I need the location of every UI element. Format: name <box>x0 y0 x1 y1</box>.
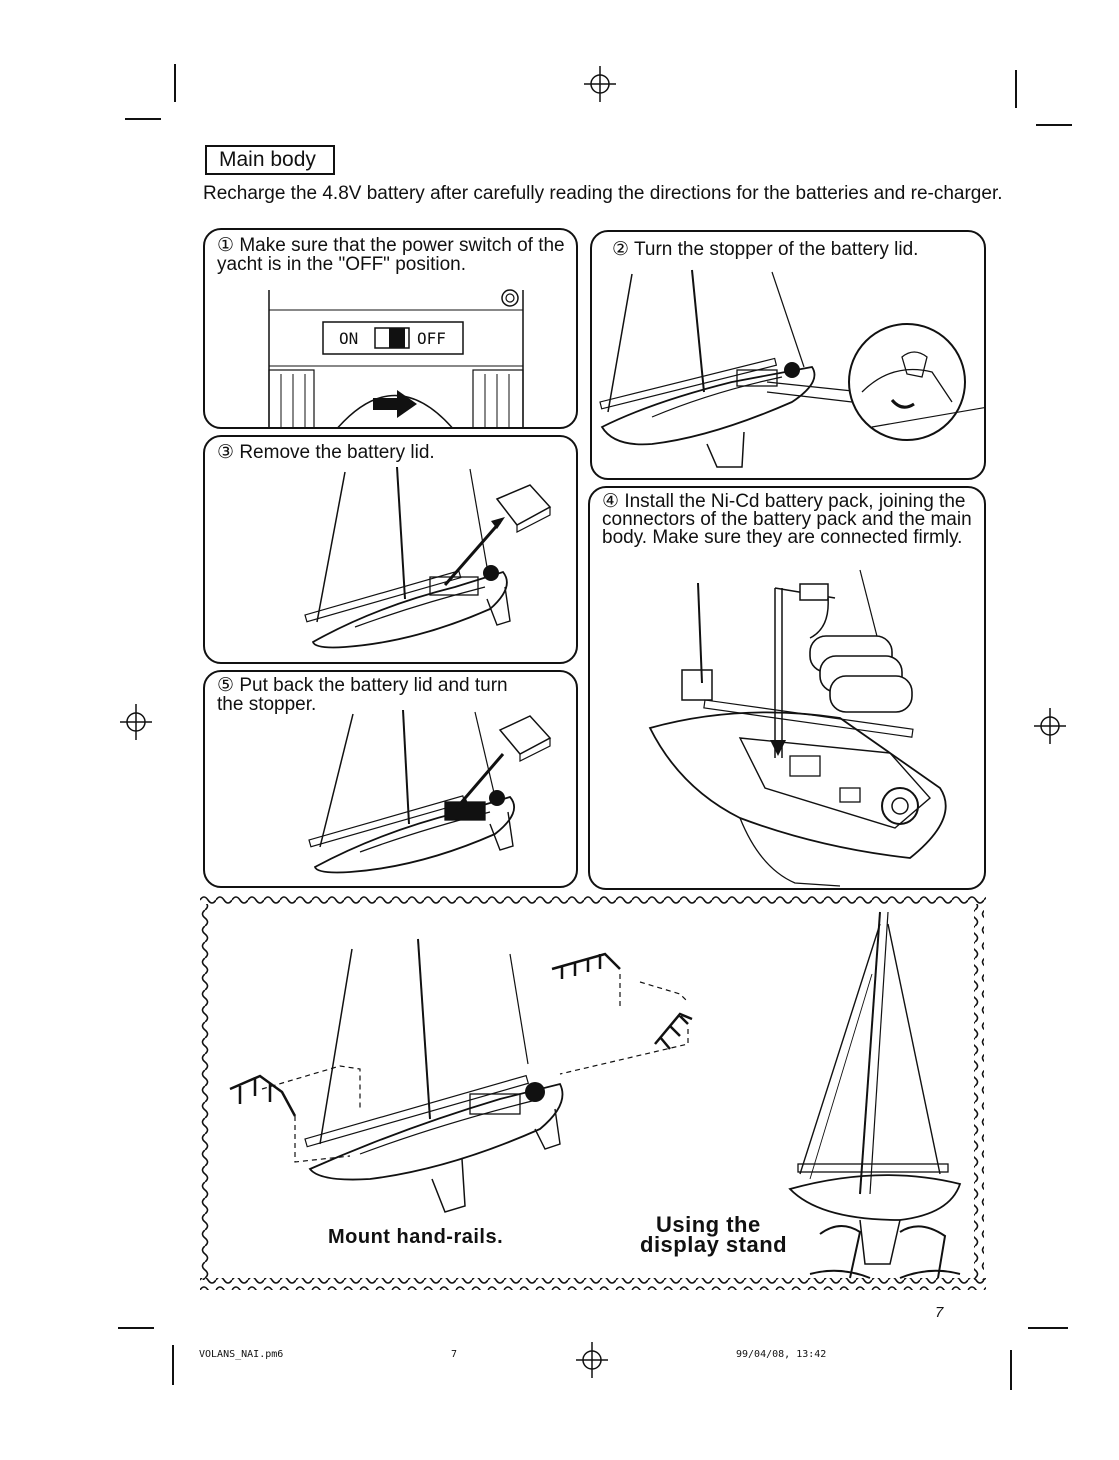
step-5-panel: ⑤ Put back the battery lid and turn the … <box>203 670 578 888</box>
step-4-text: ④ Install the Ni-Cd battery pack, joinin… <box>602 490 972 548</box>
footer-page: 7 <box>451 1349 458 1360</box>
step-1-panel: ① Make sure that the power switch of the… <box>203 228 578 429</box>
crop-mark <box>1028 1327 1068 1329</box>
crop-mark <box>1015 70 1017 108</box>
switch-on-label: ON <box>339 329 359 348</box>
crop-mark <box>125 118 161 120</box>
stand-caption-line1: Using the <box>656 1212 761 1237</box>
yacht-install-battery-illustration <box>648 569 947 887</box>
step-5-text: ⑤ Put back the battery lid and turn the … <box>217 674 508 715</box>
registration-target-icon <box>120 704 152 740</box>
footer-timestamp: 99/04/08, 13:42 <box>736 1349 827 1360</box>
footer-file-name: VOLANS_NAI.pm6 <box>199 1349 284 1360</box>
registration-target-icon <box>1034 708 1066 744</box>
switch-off-label: OFF <box>417 329 446 348</box>
stand-caption-line2: display stand <box>640 1232 788 1257</box>
crop-mark <box>1010 1350 1012 1390</box>
registration-target-icon <box>584 66 616 102</box>
page-number: 7 <box>935 1304 944 1321</box>
handrails-and-stand-section: Mount hand-rails. Using the display stan… <box>200 894 986 1292</box>
step-2-panel: ② Turn the stopper of the battery lid. <box>590 230 986 480</box>
registration-target-icon <box>576 1342 608 1378</box>
yacht-stopper-illustration <box>599 269 984 468</box>
decorative-border-illustration <box>200 894 986 1290</box>
yacht-replace-lid-illustration <box>308 709 552 874</box>
section-title: Main body <box>205 145 335 175</box>
step-3-panel: ③ Remove the battery lid. <box>203 435 578 664</box>
crop-mark <box>118 1327 154 1329</box>
handrails-caption: Mount hand-rails. <box>328 1226 504 1248</box>
power-switch-illustration <box>268 289 524 427</box>
step-2-text: ② Turn the stopper of the battery lid. <box>612 238 919 260</box>
yacht-remove-lid-illustration <box>304 466 552 649</box>
step-4-panel: ④ Install the Ni-Cd battery pack, joinin… <box>588 486 986 890</box>
crop-mark <box>174 64 176 102</box>
crop-mark <box>1036 124 1072 126</box>
crop-mark <box>172 1345 174 1385</box>
intro-text: Recharge the 4.8V battery after carefull… <box>203 183 1003 204</box>
step-3-text: ③ Remove the battery lid. <box>217 441 435 463</box>
step-1-text: ① Make sure that the power switch of the… <box>217 234 565 275</box>
